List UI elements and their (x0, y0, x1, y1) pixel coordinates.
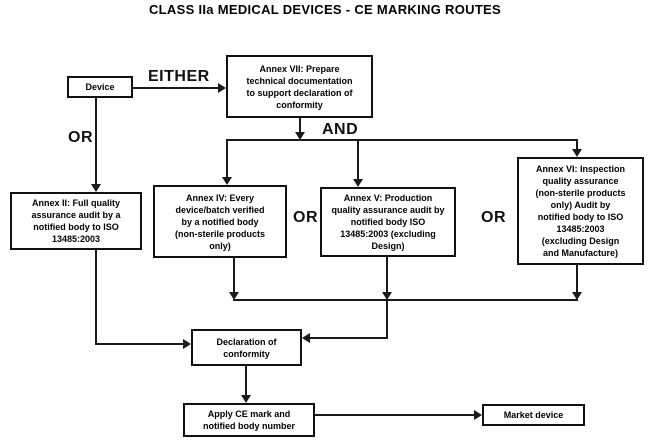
connector-apply-ce-to-market (315, 414, 474, 416)
arrowhead-into-declaration-left (183, 339, 191, 349)
node-market-device: Market device (482, 404, 585, 426)
connector-annex-vii-down (299, 118, 301, 132)
arrowhead-into-declaration-right (302, 333, 310, 343)
arrowhead-into-market-device (474, 410, 482, 420)
node-apply-ce-mark: Apply CE mark and notified body number (183, 403, 315, 437)
arrowhead-annex-iv-onto-collector (229, 292, 239, 300)
arrowhead-annex-v-onto-collector (382, 292, 392, 300)
arrowhead-annex-vi-onto-collector (572, 292, 582, 300)
edge-label-either: EITHER (148, 68, 210, 85)
connector-collector-line (233, 299, 578, 301)
connector-drop-to-annex-v (357, 141, 359, 179)
node-annex-ii: Annex II: Full quality assurance audit b… (10, 192, 142, 250)
connector-drop-to-annex-vi (576, 141, 578, 149)
connector-annex-ii-down (95, 250, 97, 344)
node-annex-vii: Annex VII: Prepare technical documentati… (226, 55, 373, 118)
arrowhead-into-annex-vii (218, 83, 226, 93)
connector-annex-iv-out (233, 258, 235, 292)
node-annex-v: Annex V: Production quality assurance au… (320, 187, 456, 257)
arrowhead-into-annex-iv (222, 177, 232, 185)
node-device: Device (67, 76, 133, 98)
node-annex-vi: Annex VI: Inspection quality assurance (… (517, 157, 644, 265)
arrowhead-onto-and-line (295, 132, 305, 140)
connector-collector-down (386, 301, 388, 338)
arrowhead-into-apply-ce (241, 395, 251, 403)
edge-label-or-left: OR (68, 129, 93, 146)
connector-annex-vi-out (576, 265, 578, 292)
connector-annex-v-out (386, 257, 388, 292)
connector-and-distribution-line (226, 139, 578, 141)
diagram-title: CLASS IIa MEDICAL DEVICES - CE MARKING R… (148, 2, 501, 17)
edge-label-or-mid: OR (293, 209, 318, 226)
connector-device-to-annex-ii (95, 98, 97, 184)
node-annex-iv: Annex IV: Every device/batch verified by… (153, 185, 287, 258)
arrowhead-into-annex-v (353, 179, 363, 187)
arrowhead-into-annex-ii (91, 184, 101, 192)
connector-collector-to-declaration (310, 337, 388, 339)
edge-label-or-right: OR (481, 209, 506, 226)
arrowhead-into-annex-vi (572, 149, 582, 157)
connector-device-to-annex-vii (133, 87, 218, 89)
connector-drop-to-annex-iv (226, 141, 228, 177)
connector-annex-ii-to-declaration (95, 343, 183, 345)
edge-label-and: AND (322, 121, 359, 138)
connector-declaration-to-apply-ce (245, 366, 247, 395)
node-declaration-of-conformity: Declaration of conformity (191, 329, 302, 366)
